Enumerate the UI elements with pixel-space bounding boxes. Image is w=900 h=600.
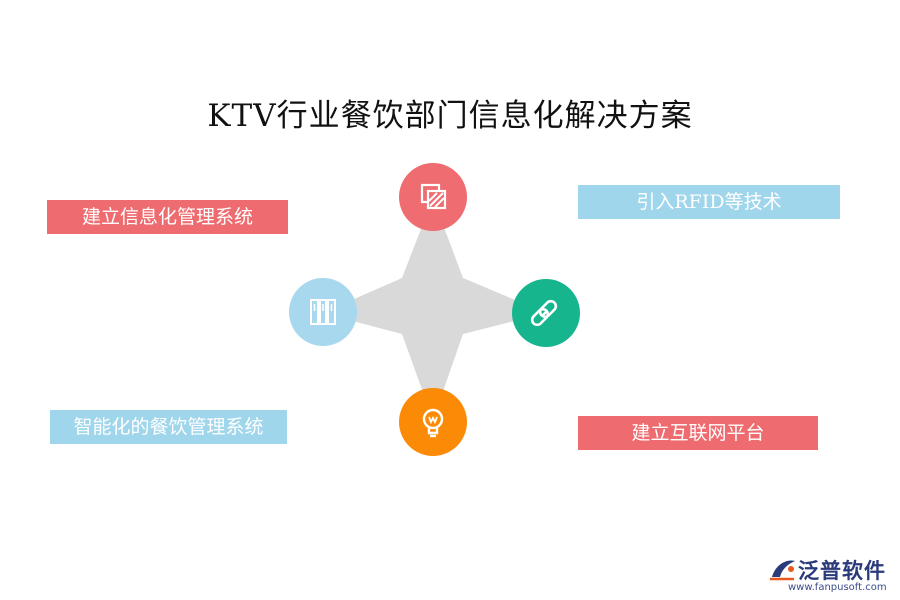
lightbulb-icon (422, 408, 444, 438)
star-shape (322, 198, 546, 420)
label-rfid-technology: 引入RFID等技术 (578, 185, 840, 219)
label-smart-catering-system: 智能化的餐饮管理系统 (50, 410, 287, 444)
striped-square-icon (420, 183, 447, 210)
node-top (399, 163, 467, 231)
page-title: KTV行业餐饮部门信息化解决方案 (207, 98, 693, 134)
brand-name: 泛普软件 (798, 559, 886, 583)
brand-logo-icon (770, 560, 795, 581)
node-right (512, 279, 580, 347)
node-bottom (399, 388, 467, 456)
brand-url: www.fanpusoft.com (788, 582, 887, 593)
brand-watermark: 泛普软件 www.fanpusoft.com (768, 555, 892, 595)
label-internet-platform: 建立互联网平台 (578, 416, 818, 450)
node-left (289, 278, 357, 346)
book-spines-icon (310, 299, 336, 325)
label-build-info-system: 建立信息化管理系统 (47, 200, 288, 234)
chain-link-icon (530, 299, 558, 327)
